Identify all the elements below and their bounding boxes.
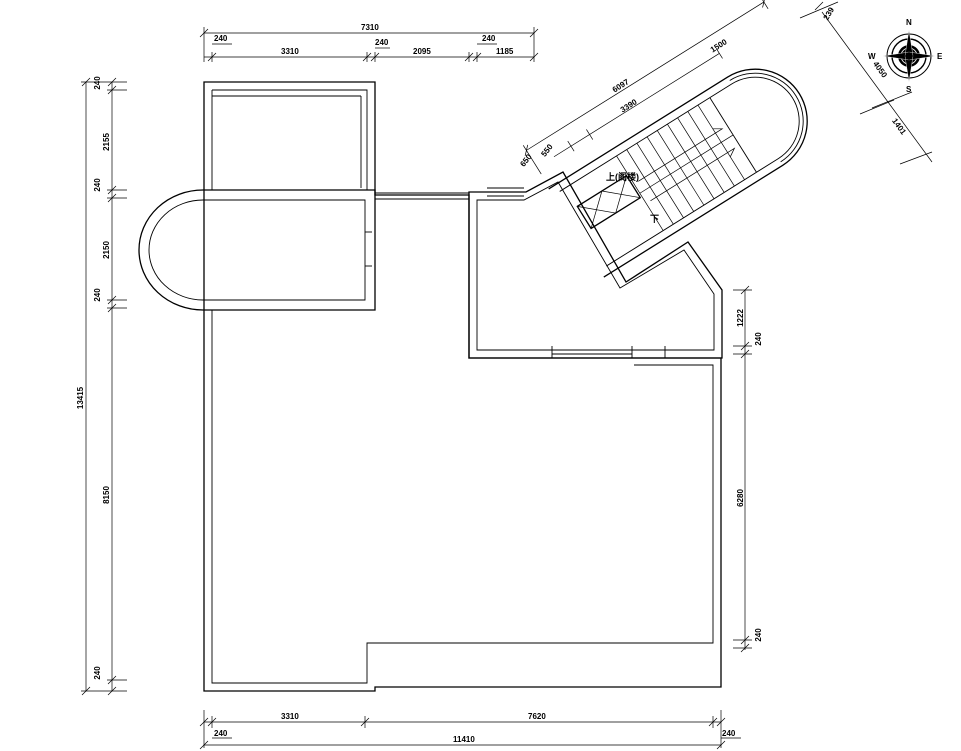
stair-up-label: 上(阁楼) — [606, 171, 639, 182]
inner-wall-outline — [212, 89, 368, 190]
compass-dim-line — [799, 1, 839, 19]
stair-dimension-group — [522, 0, 769, 175]
dim-stair-total: 6097 — [611, 77, 631, 94]
stair-tower — [548, 68, 808, 278]
stair-arrow-down — [650, 147, 736, 202]
top-dimension-group — [199, 27, 539, 62]
compass-east: E — [937, 52, 943, 61]
compass-south: S — [906, 85, 912, 94]
dim-top-wall-mid: 240 — [375, 38, 389, 47]
walls — [138, 68, 808, 692]
dim-right-seg-2: 6280 — [736, 489, 745, 507]
dim-top-wall-left: 240 — [214, 34, 228, 43]
dim-stair-seg-a: 650 — [518, 152, 534, 168]
stair-tower-inner — [559, 76, 800, 267]
bay-window-outer — [138, 189, 376, 311]
dim-stair-seg-b: 550 — [539, 142, 555, 158]
stair-tower-arc — [729, 72, 804, 163]
dim-bottom-wall-left: 240 — [214, 729, 228, 738]
dim-left-seg-1: 2155 — [102, 133, 111, 151]
bottom-dimension-group — [199, 710, 741, 750]
dim-right-wall-1: 240 — [754, 332, 763, 346]
stair-arrow-up — [638, 128, 724, 182]
right-dimension-group — [733, 285, 752, 653]
compass-dim-line — [814, 1, 824, 11]
dim-left-seg-2: 2150 — [102, 241, 111, 259]
dim-bottom-seg-2: 7620 — [528, 712, 546, 721]
bay-window-inner — [148, 199, 366, 301]
dim-left-wall-top: 240 — [93, 76, 102, 90]
compass-west: W — [868, 52, 876, 61]
dim-compass-offset: 1401 — [890, 117, 908, 137]
dim-top-total: 7310 — [361, 23, 379, 32]
dim-right-seg-1: 1222 — [736, 309, 745, 327]
compass-dim-line — [859, 99, 895, 115]
dim-right-wall-2: 240 — [754, 628, 763, 642]
compass-north: N — [906, 18, 912, 27]
compass-dim-line — [871, 91, 913, 109]
stair-treads — [616, 104, 745, 231]
dim-stair-run: 3390 — [619, 97, 639, 114]
left-dimension-group — [81, 77, 127, 696]
dim-compass-len: 4050 — [871, 60, 889, 80]
dim-top-room-mid: 2095 — [413, 47, 431, 56]
dim-top-wall-right: 240 — [482, 34, 496, 43]
dim-top-room-right: 1185 — [496, 47, 514, 56]
dim-stair-end: 1500 — [709, 37, 729, 54]
dim-bottom-total: 11410 — [453, 735, 475, 744]
dim-left-wall-bottom: 240 — [93, 666, 102, 680]
dim-left-wall-2: 240 — [93, 178, 102, 192]
compass — [799, 1, 936, 165]
dim-bottom-seg-1: 3310 — [281, 712, 299, 721]
dim-left-total: 13415 — [76, 386, 85, 409]
stair-room-inner — [476, 181, 715, 351]
dim-left-seg-3: 8150 — [102, 486, 111, 504]
inner-wall-main — [211, 310, 714, 684]
outer-wall-outline — [203, 81, 722, 692]
compass-dim-line — [821, 11, 933, 163]
stair-tower-outer — [548, 68, 808, 278]
compass-dim-line — [899, 151, 933, 165]
dim-left-wall-3: 240 — [93, 288, 102, 302]
stair-down-label: 下 — [650, 214, 659, 224]
stair-room-outer — [468, 171, 723, 359]
stair-shaft — [576, 174, 642, 230]
dim-top-room-left: 3310 — [281, 47, 299, 56]
dim-bottom-wall-right: 240 — [722, 729, 736, 738]
